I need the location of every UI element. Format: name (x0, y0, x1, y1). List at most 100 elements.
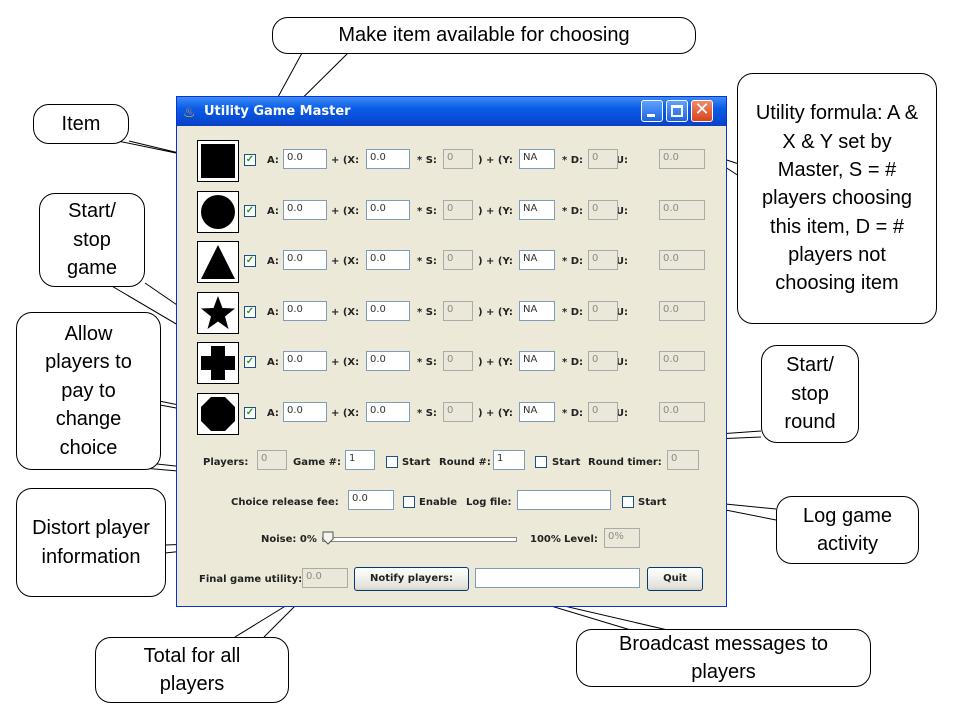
item-available-checkbox[interactable]: ✓ (244, 205, 256, 217)
item-label-s: * S: (417, 155, 437, 166)
log-start-label: Start (638, 497, 667, 508)
start-round-checkbox[interactable] (535, 456, 547, 468)
noise-level-field: 0% (604, 528, 640, 548)
item-field-y[interactable]: NA (519, 149, 555, 169)
enable-fee-checkbox[interactable] (403, 496, 415, 508)
item-icon-box (197, 342, 239, 384)
game-number-field[interactable]: 1 (345, 450, 375, 470)
start-game-label: Start (402, 457, 431, 468)
final-game-utility-field: 0.0 (302, 568, 348, 588)
triangle-icon (201, 245, 235, 279)
log-file-field[interactable] (517, 490, 611, 510)
item-label-a: A: (267, 307, 279, 318)
item-available-checkbox[interactable]: ✓ (244, 407, 256, 419)
start-game-checkbox[interactable] (386, 456, 398, 468)
callout-item: Item (33, 104, 129, 144)
item-label-y: ) + (Y: (478, 408, 513, 419)
item-label-y: ) + (Y: (478, 357, 513, 368)
square-icon (201, 144, 235, 178)
item-available-checkbox[interactable]: ✓ (244, 356, 256, 368)
notify-message-field[interactable] (475, 568, 640, 588)
item-label-x: + (X: (331, 256, 360, 267)
item-field-s: 0 (443, 351, 473, 371)
item-field-a[interactable]: 0.0 (283, 301, 327, 321)
item-label-d: * D: (562, 357, 584, 368)
quit-button[interactable]: Quit (647, 567, 703, 591)
noise-slider-thumb[interactable] (322, 531, 334, 545)
item-field-y[interactable]: NA (519, 250, 555, 270)
round-number-field[interactable]: 1 (493, 450, 525, 470)
log-start-checkbox[interactable] (622, 496, 634, 508)
noise-slider-track[interactable] (322, 537, 517, 542)
item-available-checkbox[interactable]: ✓ (244, 154, 256, 166)
close-button[interactable]: ✕ (691, 99, 713, 122)
log-file-label: Log file: (466, 497, 512, 508)
item-field-d: 0 (588, 351, 618, 371)
item-field-x[interactable]: 0.0 (366, 351, 410, 371)
octagon-icon (201, 397, 235, 431)
item-label-x: + (X: (331, 206, 360, 217)
item-available-checkbox[interactable]: ✓ (244, 306, 256, 318)
noise-max-label: 100% (530, 534, 561, 545)
item-label-d: * D: (562, 408, 584, 419)
item-field-a[interactable]: 0.0 (283, 250, 327, 270)
cross-icon (201, 346, 235, 380)
choice-release-fee-field[interactable]: 0.0 (348, 490, 394, 510)
utility-game-master-window: ♨ Utility Game Master ✕ ✓ A: + (X: * S: ) + … (176, 96, 727, 607)
players-label: Players: (203, 457, 249, 468)
item-field-y[interactable]: NA (519, 351, 555, 371)
item-field-x[interactable]: 0.0 (366, 200, 410, 220)
item-field-y[interactable]: NA (519, 301, 555, 321)
item-field-u: 0.0 (659, 402, 705, 422)
noise-min-label: Noise: 0% (261, 534, 317, 545)
final-game-utility-label: Final game utility: (199, 574, 303, 585)
item-field-d: 0 (588, 250, 618, 270)
item-icon-box (197, 191, 239, 233)
item-icon-box (197, 140, 239, 182)
item-field-x[interactable]: 0.0 (366, 250, 410, 270)
circle-icon (201, 195, 235, 229)
item-label-x: + (X: (331, 307, 360, 318)
item-field-a[interactable]: 0.0 (283, 351, 327, 371)
item-label-s: * S: (417, 408, 437, 419)
item-field-u: 0.0 (659, 351, 705, 371)
title-bar[interactable]: ♨ Utility Game Master ✕ (177, 97, 726, 126)
item-field-y[interactable]: NA (519, 200, 555, 220)
item-label-y: ) + (Y: (478, 206, 513, 217)
item-field-d: 0 (588, 200, 618, 220)
notify-players-button[interactable]: Notify players: (354, 567, 469, 591)
item-field-s: 0 (443, 200, 473, 220)
item-label-x: + (X: (331, 357, 360, 368)
item-label-y: ) + (Y: (478, 155, 513, 166)
item-field-y[interactable]: NA (519, 402, 555, 422)
item-field-s: 0 (443, 301, 473, 321)
close-icon: ✕ (694, 99, 710, 120)
item-field-d: 0 (588, 301, 618, 321)
item-label-a: A: (267, 256, 279, 267)
callout-start-stop-game: Start/ stop game (39, 193, 145, 287)
callout-total-players: Total for all players (95, 637, 289, 703)
item-field-a[interactable]: 0.0 (283, 149, 327, 169)
minimize-button[interactable] (641, 100, 663, 122)
item-field-x[interactable]: 0.0 (366, 402, 410, 422)
item-field-x[interactable]: 0.0 (366, 301, 410, 321)
item-icon-box (197, 393, 239, 435)
item-field-s: 0 (443, 402, 473, 422)
item-field-u: 0.0 (659, 149, 705, 169)
item-label-a: A: (267, 155, 279, 166)
round-number-label: Round #: (439, 457, 491, 468)
maximize-button[interactable] (666, 100, 688, 122)
callout-allow-pay: Allow players to pay to change choice (16, 312, 161, 470)
item-field-x[interactable]: 0.0 (366, 149, 410, 169)
item-field-a[interactable]: 0.0 (283, 200, 327, 220)
item-label-s: * S: (417, 357, 437, 368)
callout-make-available: Make item available for choosing (272, 17, 696, 54)
item-label-a: A: (267, 206, 279, 217)
game-number-label: Game #: (293, 457, 342, 468)
callout-start-stop-round: Start/ stop round (761, 345, 859, 443)
item-field-a[interactable]: 0.0 (283, 402, 327, 422)
item-field-u: 0.0 (659, 250, 705, 270)
item-available-checkbox[interactable]: ✓ (244, 255, 256, 267)
item-label-d: * D: (562, 307, 584, 318)
item-label-x: + (X: (331, 408, 360, 419)
